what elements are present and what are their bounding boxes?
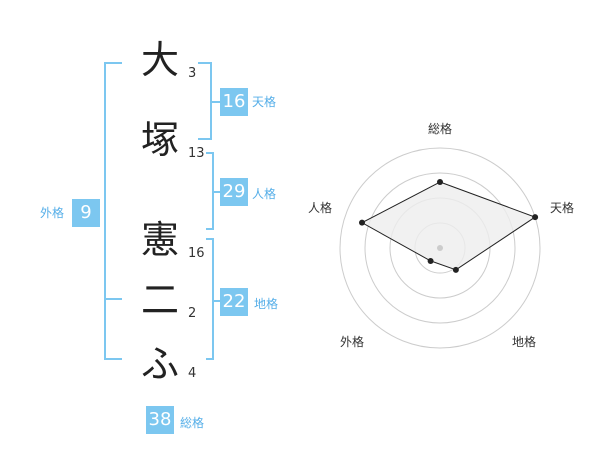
radar-center-dot xyxy=(437,245,443,251)
chikaku-bracket-connector xyxy=(214,300,220,302)
chikaku-badge: 22 xyxy=(220,288,248,316)
chikaku-bracket-vertical xyxy=(212,238,214,360)
radar-grid-ring xyxy=(364,172,516,324)
soukaku-label: 総格 xyxy=(180,416,205,430)
stroke-count-5: 4 xyxy=(188,366,197,381)
tenkaku-bracket-connector xyxy=(212,101,220,103)
soukaku-badge: 38 xyxy=(146,406,174,434)
gaikaku-badge: 9 xyxy=(72,199,100,227)
name-char-3: 憲 xyxy=(140,218,179,262)
jinkaku-bracket-top xyxy=(206,152,214,154)
radar-grid-ring xyxy=(339,147,541,349)
radar-point-chikaku xyxy=(452,266,459,273)
gaikaku-bracket-top xyxy=(104,62,122,64)
chikaku-bracket-top xyxy=(206,238,214,240)
name-char-1: 大 xyxy=(140,38,179,82)
tenkaku-label: 天格 xyxy=(252,95,277,109)
radar-point-tenkaku xyxy=(532,214,539,221)
jinkaku-label: 人格 xyxy=(252,187,277,201)
radar-label-chikaku: 地格 xyxy=(511,335,536,349)
jinkaku-badge: 29 xyxy=(220,178,248,206)
gaikaku-label: 外格 xyxy=(40,206,65,220)
radar-label-soukaku: 総格 xyxy=(427,122,452,136)
stroke-count-2: 13 xyxy=(188,146,205,161)
radar-value-polygon xyxy=(360,181,537,271)
radar-label-jinkaku: 人格 xyxy=(307,201,332,215)
chikaku-label: 地格 xyxy=(254,297,279,311)
gaikaku-bracket-bottom xyxy=(104,358,122,360)
name-char-4: 二 xyxy=(140,278,179,322)
tenkaku-bracket-top xyxy=(198,62,212,64)
radar-point-gaikaku xyxy=(427,257,434,264)
name-char-5: ふ xyxy=(140,342,179,386)
stroke-count-4: 2 xyxy=(188,306,197,321)
stroke-count-3: 16 xyxy=(188,246,205,261)
gaikaku-bracket-mid xyxy=(104,298,122,300)
jinkaku-bracket-connector xyxy=(214,191,220,193)
radar-label-gaikaku: 外格 xyxy=(339,335,364,349)
radar-label-tenkaku: 天格 xyxy=(549,201,574,215)
tenkaku-bracket-bottom xyxy=(198,138,212,140)
stroke-count-1: 3 xyxy=(188,66,197,81)
radar-point-soukaku xyxy=(437,179,443,185)
name-char-2: 塚 xyxy=(140,118,179,162)
jinkaku-bracket-bottom xyxy=(206,228,214,230)
gaikaku-bracket-vertical xyxy=(104,62,106,360)
tenkaku-bracket-vertical xyxy=(210,62,212,140)
radar-point-jinkaku xyxy=(359,219,366,226)
tenkaku-badge: 16 xyxy=(220,88,248,116)
jinkaku-bracket-vertical xyxy=(212,152,214,230)
chikaku-bracket-bottom xyxy=(206,358,214,360)
radar-chart xyxy=(339,147,541,349)
